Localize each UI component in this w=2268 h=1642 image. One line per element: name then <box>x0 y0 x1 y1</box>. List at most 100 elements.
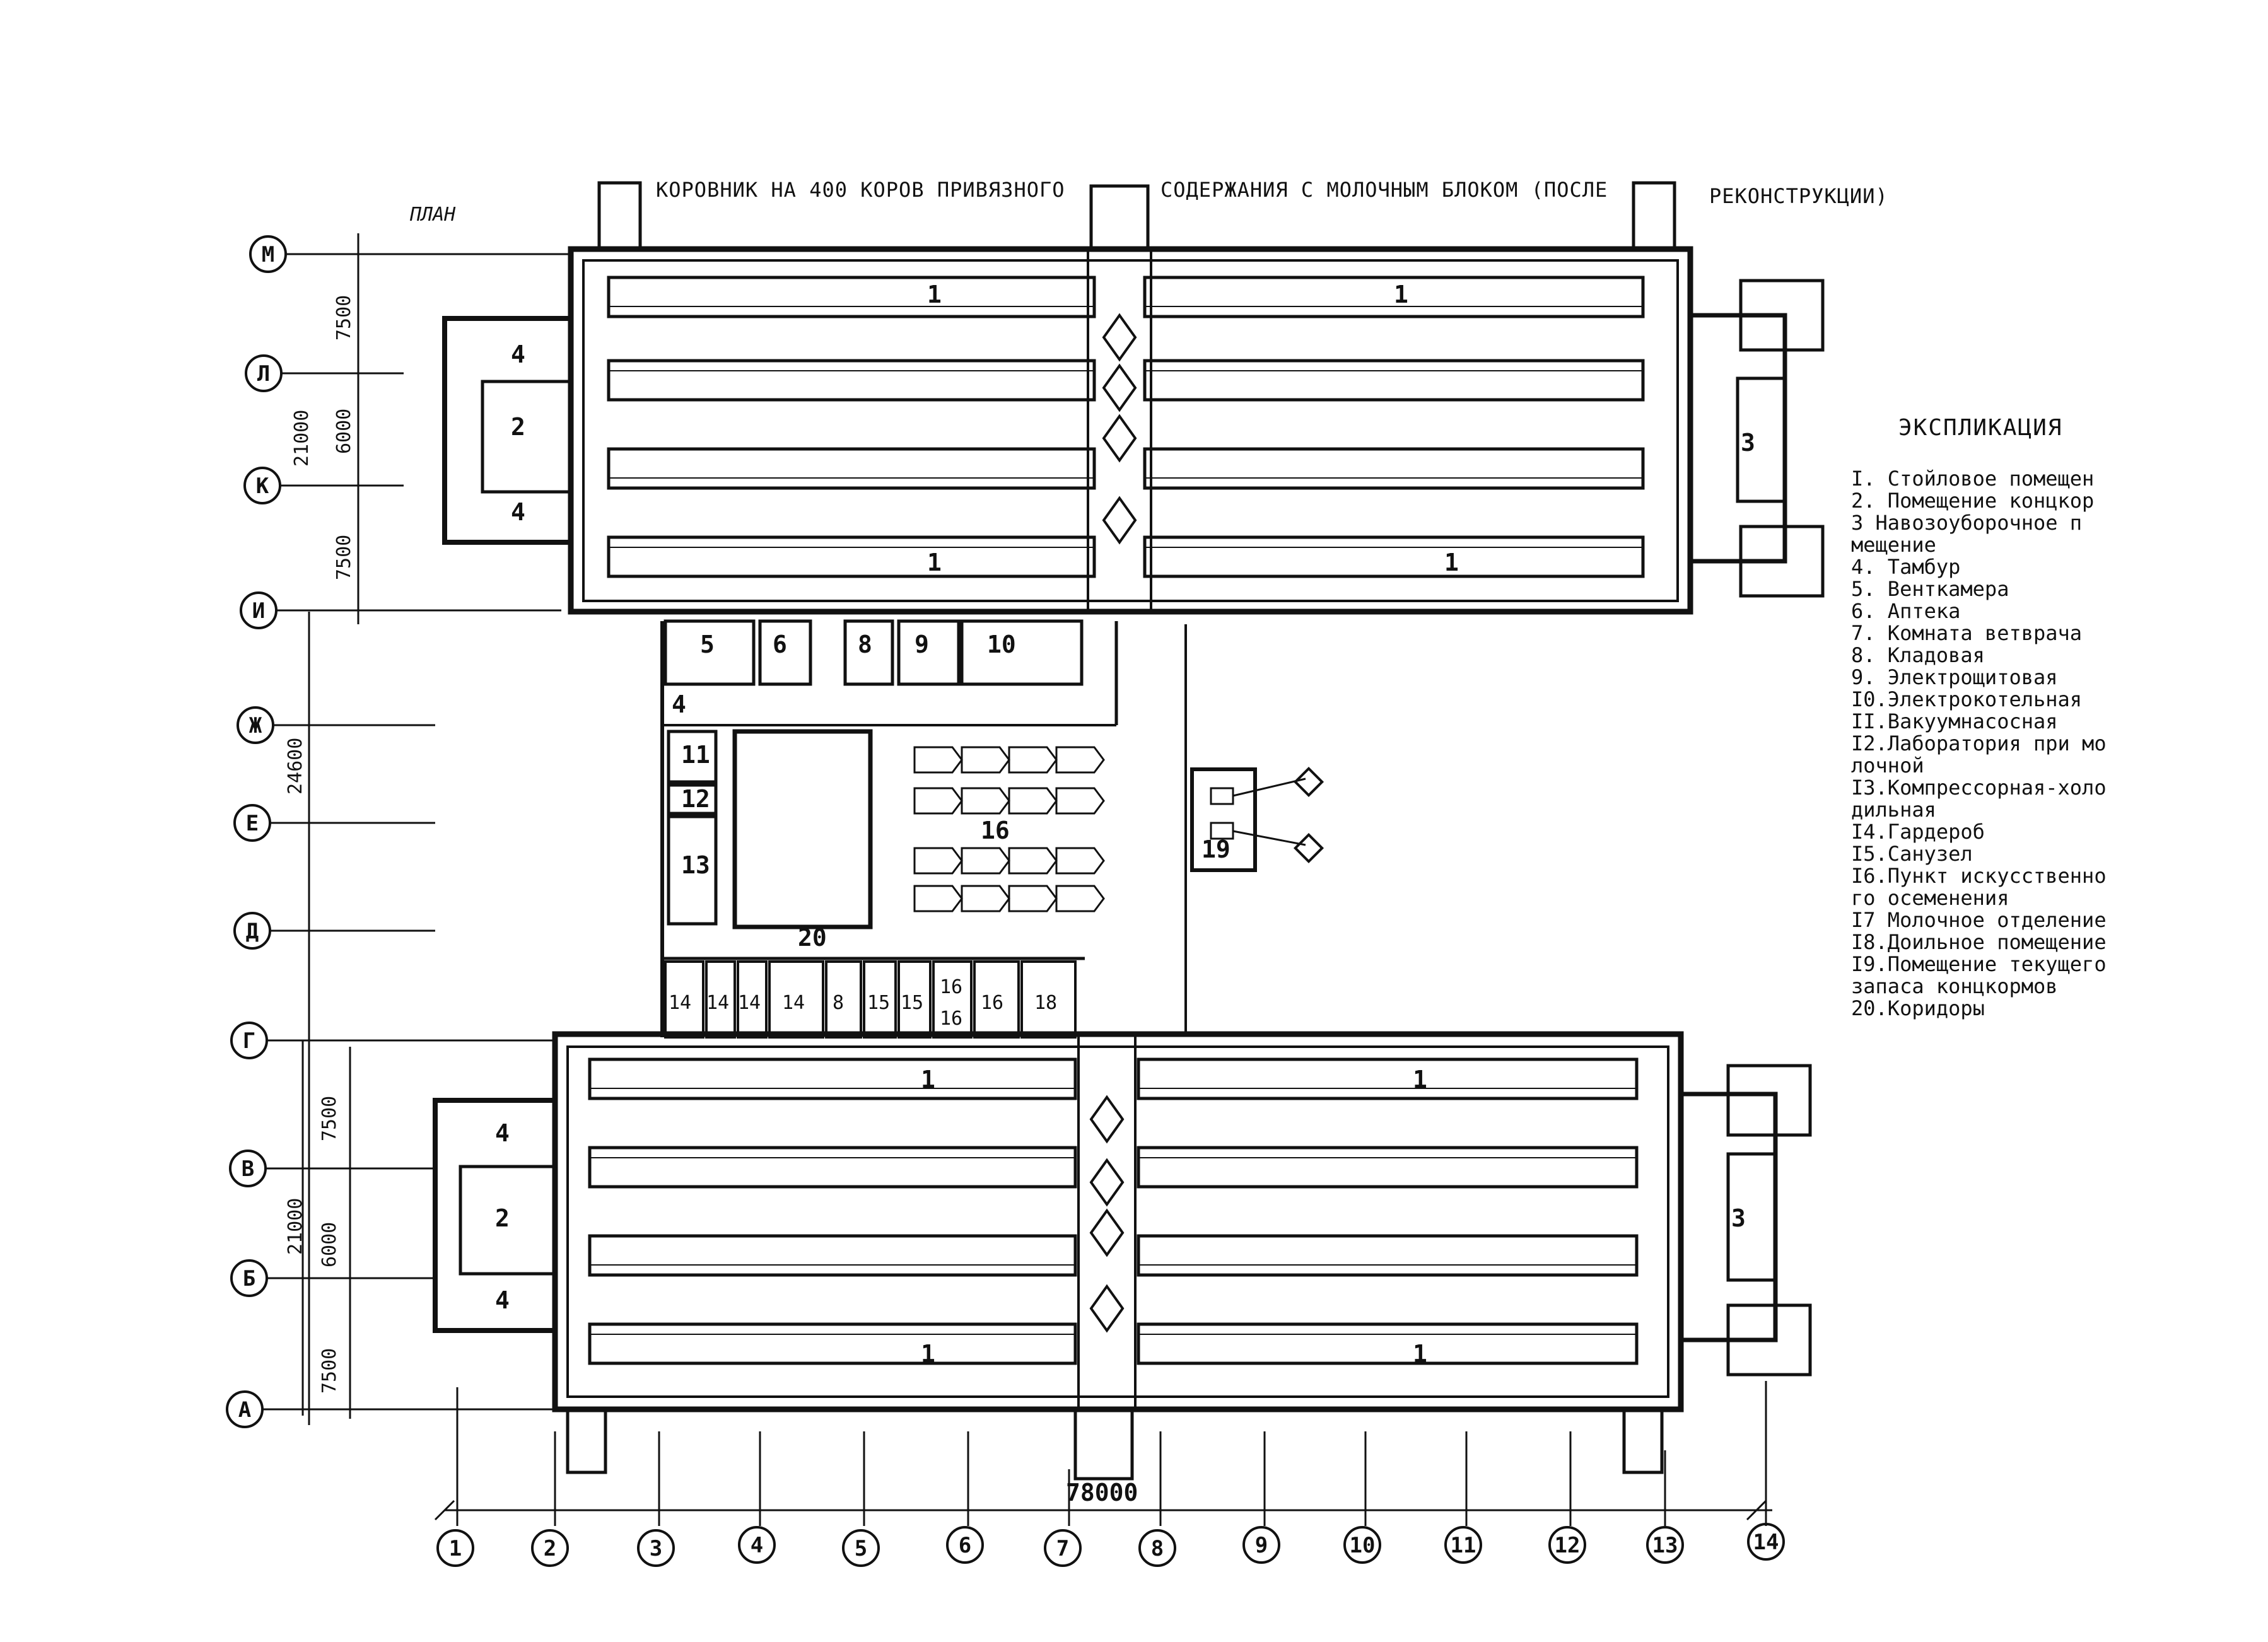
row-axis-i: И <box>240 591 278 629</box>
col-axis-9: 9 <box>1242 1526 1280 1564</box>
col-axis-14: 14 <box>1747 1523 1785 1561</box>
svg-text:И: И <box>252 598 265 624</box>
col-axis-5: 5 <box>842 1529 880 1567</box>
svg-text:Е: Е <box>246 811 259 836</box>
room-6-label: 6 <box>773 631 787 658</box>
legend-item: I6.Пункт искусственно <box>1851 864 2107 888</box>
room-3-label: 3 <box>1731 1204 1746 1232</box>
svg-text:8: 8 <box>1151 1536 1164 1561</box>
dim-bottom-span-3: 7500 <box>319 1348 341 1394</box>
room-4-label: 4 <box>495 1119 510 1147</box>
top-barn-stall-dividers <box>609 306 1643 548</box>
room-11-label: 11 <box>681 741 710 769</box>
room-13-label: 13 <box>681 851 710 879</box>
legend-item: I. Стойловое помещен <box>1851 467 2094 491</box>
svg-text:6: 6 <box>959 1533 971 1558</box>
svg-text:А: А <box>238 1397 251 1423</box>
bottom-barn <box>433 1031 1812 1481</box>
svg-text:3: 3 <box>650 1536 662 1561</box>
title-part-1: КОРОВНИК НА 400 КОРОВ ПРИВЯЗНОГО <box>656 178 1065 202</box>
room-1-label: 1 <box>927 549 942 576</box>
svg-text:В: В <box>242 1156 254 1182</box>
row-axis-v: В <box>229 1150 267 1187</box>
room-1-label: 1 <box>1394 281 1408 308</box>
legend-item: I8.Доильное помещение <box>1851 930 2107 954</box>
col-axis-6: 6 <box>946 1526 984 1564</box>
legend-item: дильная <box>1851 798 1936 822</box>
title-part-2: СОДЕРЖАНИЯ С МОЛОЧНЫМ БЛОКОМ (ПОСЛЕ <box>1160 178 1608 202</box>
svg-text:2: 2 <box>544 1536 556 1561</box>
legend-item: 2. Помещение концкор <box>1851 489 2094 513</box>
svg-text:Д: Д <box>246 919 259 944</box>
row-axis-zh: Ж <box>237 706 274 744</box>
row-axis-d: Д <box>233 912 271 950</box>
legend-item: 8. Кладовая <box>1851 643 1985 667</box>
bottom-dimension <box>434 1499 1772 1521</box>
room-16-label: 16 <box>981 817 1010 844</box>
room-16-label: 16 <box>981 992 1003 1014</box>
room-15-label: 15 <box>901 992 923 1014</box>
col-axis-13: 13 <box>1646 1526 1684 1564</box>
room-12-label: 12 <box>681 785 710 813</box>
svg-text:1: 1 <box>449 1536 462 1561</box>
legend-item: 4. Тамбур <box>1851 555 1960 579</box>
svg-text:7: 7 <box>1056 1536 1069 1561</box>
svg-text:14: 14 <box>1753 1530 1779 1555</box>
svg-text:11: 11 <box>1451 1533 1476 1558</box>
legend-item: 9. Электрощитовая <box>1851 665 2058 689</box>
room-14-label: 14 <box>738 992 761 1014</box>
room-1-label: 1 <box>921 1340 935 1368</box>
col-axis-11: 11 <box>1444 1526 1482 1564</box>
dim-bottom-total: 21000 <box>284 1198 307 1255</box>
legend-item: 3 Навозоуборочное п <box>1851 511 2082 535</box>
plan-label: ПЛАН <box>409 204 456 226</box>
room-1-label: 1 <box>1413 1066 1427 1093</box>
legend-item: II.Вакуумнасосная <box>1851 709 2058 733</box>
room-8-label: 8 <box>833 992 844 1014</box>
title-part-3: РЕКОНСТРУКЦИИ) <box>1709 184 1888 208</box>
legend-item: го осеменения <box>1851 886 2009 910</box>
milk-block <box>660 619 1324 1039</box>
room-1-label: 1 <box>1444 549 1459 576</box>
vertical-dimension-lines <box>301 233 359 1425</box>
legend-item: лочной <box>1851 754 1924 777</box>
svg-text:5: 5 <box>855 1536 867 1561</box>
dim-bottom-span-1: 7500 <box>319 1096 341 1141</box>
legend-item: 7. Комната ветврача <box>1851 621 2082 645</box>
room-4-label: 4 <box>495 1286 510 1314</box>
room-18-label: 18 <box>1034 992 1057 1014</box>
top-barn-stall-rows <box>607 276 1645 578</box>
legend-item: I0.Электрокотельная <box>1851 687 2082 711</box>
row-axis-a: А <box>226 1390 264 1428</box>
column-axes <box>456 1381 1767 1526</box>
room-10-label: 10 <box>987 631 1016 658</box>
room-2-label: 2 <box>511 413 525 441</box>
room-1-label: 1 <box>921 1066 935 1093</box>
svg-text:9: 9 <box>1255 1533 1268 1558</box>
room-5-label: 5 <box>700 631 715 658</box>
dim-top-span-2: 6000 <box>333 409 355 454</box>
dim-top-span-1: 7500 <box>333 295 355 341</box>
svg-text:13: 13 <box>1652 1533 1678 1558</box>
svg-text:К: К <box>256 474 269 499</box>
room-labels: 1 1 1 1 4 2 4 3 5 6 8 9 10 4 11 12 13 16… <box>495 281 1755 1368</box>
svg-text:4: 4 <box>751 1533 763 1558</box>
room-2-label: 2 <box>495 1204 510 1232</box>
col-axis-4: 4 <box>738 1526 776 1564</box>
room-14-label: 14 <box>782 992 805 1014</box>
bottom-barn-stall-dividers <box>590 1088 1637 1335</box>
milking-stalls <box>913 746 1105 912</box>
room-9-label: 9 <box>915 631 929 658</box>
svg-text:10: 10 <box>1350 1533 1376 1558</box>
room-16-label: 16 <box>940 976 962 998</box>
legend-item: I4.Гардероб <box>1851 820 1985 844</box>
room-1-label: 1 <box>1413 1340 1427 1368</box>
row-axis-k: К <box>243 467 281 504</box>
col-axis-7: 7 <box>1044 1529 1082 1567</box>
row-axis-g: Г <box>230 1022 268 1059</box>
svg-text:12: 12 <box>1555 1533 1581 1558</box>
dim-middle-total: 24600 <box>284 738 307 795</box>
row-axis-b: Б <box>230 1259 268 1297</box>
